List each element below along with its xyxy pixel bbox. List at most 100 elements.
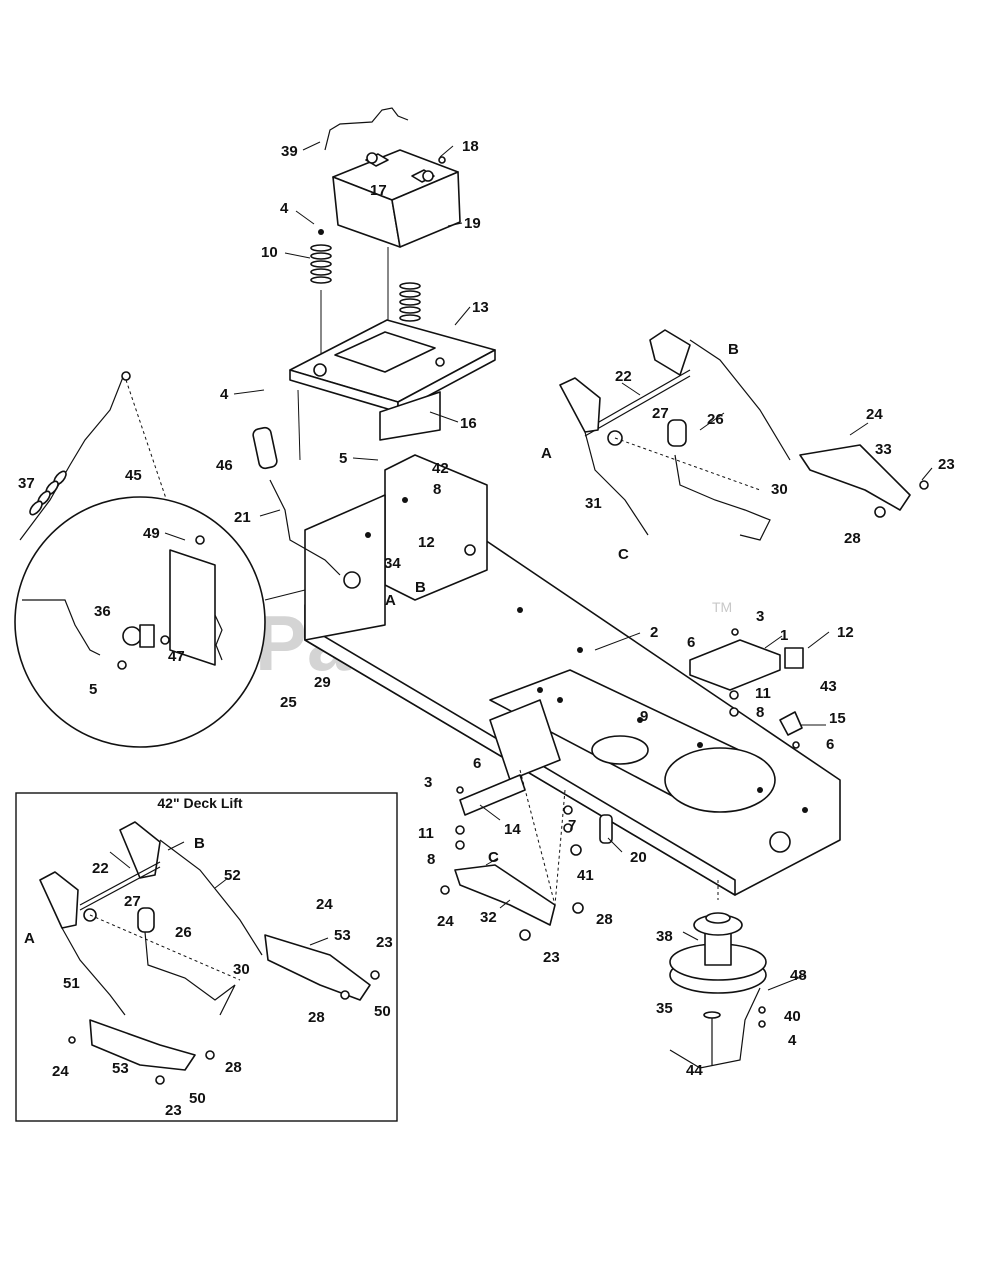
callout: B bbox=[194, 835, 205, 852]
callout: 22 bbox=[615, 368, 632, 385]
callout: 27 bbox=[124, 893, 141, 910]
detail-lever bbox=[22, 599, 101, 656]
callout: 40 bbox=[784, 1008, 801, 1025]
callout: 20 bbox=[630, 849, 647, 866]
callout: 41 bbox=[577, 867, 594, 884]
callout: 7 bbox=[568, 817, 576, 834]
callout: 47 bbox=[168, 648, 185, 665]
callout: 24 bbox=[316, 896, 333, 913]
callout: 8 bbox=[433, 481, 441, 498]
callout: C bbox=[488, 849, 499, 866]
callout: 11 bbox=[755, 685, 771, 702]
bracket-15 bbox=[779, 711, 803, 736]
callout: 49 bbox=[143, 525, 160, 542]
callout: C bbox=[618, 546, 629, 563]
battery-cable bbox=[324, 107, 409, 151]
terminal-bolt bbox=[438, 156, 446, 164]
callout: 30 bbox=[771, 481, 788, 498]
callout: 31 bbox=[585, 495, 602, 512]
callout: 39 bbox=[281, 143, 298, 160]
callout: 14 bbox=[504, 821, 521, 838]
callout: 6 bbox=[687, 634, 695, 651]
callout: 13 bbox=[472, 299, 489, 316]
callout: 10 bbox=[261, 244, 278, 261]
battery bbox=[332, 149, 461, 248]
callout: 11 bbox=[418, 825, 434, 842]
callout: B bbox=[728, 341, 739, 358]
callout: 52 bbox=[224, 867, 241, 884]
inset-box bbox=[15, 792, 398, 1122]
callout: 53 bbox=[112, 1060, 129, 1077]
callout: 9 bbox=[640, 708, 648, 725]
callout: 15 bbox=[829, 710, 846, 727]
callout: 28 bbox=[225, 1059, 242, 1076]
callout: 6 bbox=[826, 736, 834, 753]
link-32 bbox=[440, 864, 584, 941]
callout: A bbox=[24, 930, 35, 947]
callout: 12 bbox=[418, 534, 435, 551]
callout: 28 bbox=[308, 1009, 325, 1026]
callout: 23 bbox=[376, 934, 393, 951]
shift-knob bbox=[252, 426, 278, 470]
callout: 44 bbox=[686, 1062, 703, 1079]
callout: 26 bbox=[707, 411, 724, 428]
callout: 50 bbox=[374, 1003, 391, 1020]
spring-left bbox=[310, 229, 332, 284]
inset-title: 42" Deck Lift bbox=[157, 795, 243, 811]
callout: 42 bbox=[432, 460, 449, 477]
callout: A bbox=[385, 592, 396, 609]
callout: 1 bbox=[780, 627, 788, 644]
hardware-7-41-20 bbox=[563, 805, 613, 856]
callout: 17 bbox=[370, 182, 387, 199]
callout: 38 bbox=[656, 928, 673, 945]
detail-bracket bbox=[117, 535, 223, 670]
callout: 34 bbox=[384, 555, 401, 572]
callout: 4 bbox=[280, 200, 289, 217]
pedal-assembly bbox=[559, 329, 791, 541]
clutch-cable bbox=[19, 371, 126, 541]
callout: 4 bbox=[220, 386, 229, 403]
front-bracket bbox=[689, 628, 804, 717]
callout: 29 bbox=[314, 674, 331, 691]
main-frame bbox=[304, 539, 841, 896]
callout: 53 bbox=[334, 927, 351, 944]
callout: 23 bbox=[543, 949, 560, 966]
callout: 5 bbox=[89, 681, 97, 698]
dash-plate bbox=[304, 454, 488, 641]
callout: 22 bbox=[92, 860, 109, 877]
callout: 37 bbox=[18, 475, 35, 492]
detail-circle bbox=[14, 496, 266, 748]
callout: 3 bbox=[424, 774, 432, 791]
callout: 8 bbox=[756, 704, 764, 721]
callout: B bbox=[415, 579, 426, 596]
callout: 30 bbox=[233, 961, 250, 978]
callout: 8 bbox=[427, 851, 435, 868]
battery-tray bbox=[289, 319, 496, 441]
callouts: 39 18 17 19 4 10 13 4 16 46 5 42 8 21 12… bbox=[18, 138, 955, 1119]
callout: 6 bbox=[473, 755, 481, 772]
callout: 24 bbox=[437, 913, 454, 930]
callout: 12 bbox=[837, 624, 854, 641]
bolt-6 bbox=[792, 741, 800, 749]
shift-lever bbox=[269, 479, 341, 576]
callout: 2 bbox=[650, 624, 658, 641]
callout: 27 bbox=[652, 405, 669, 422]
callout: 26 bbox=[175, 924, 192, 941]
callout: 45 bbox=[125, 467, 142, 484]
callout: 28 bbox=[596, 911, 613, 928]
callout: 25 bbox=[280, 694, 297, 711]
callout: 48 bbox=[790, 967, 807, 984]
callout: 51 bbox=[63, 975, 80, 992]
callout: 23 bbox=[165, 1102, 182, 1119]
callout: 24 bbox=[866, 406, 883, 423]
inset-lift-assembly bbox=[39, 821, 380, 1085]
callout: 50 bbox=[189, 1090, 206, 1107]
pulley-assembly bbox=[669, 912, 767, 1069]
callout: 4 bbox=[788, 1032, 797, 1049]
callout: 28 bbox=[844, 530, 861, 547]
callout: A bbox=[541, 445, 552, 462]
callout: 16 bbox=[460, 415, 477, 432]
callout: 32 bbox=[480, 909, 497, 926]
watermark-trademark: TM bbox=[712, 599, 732, 615]
